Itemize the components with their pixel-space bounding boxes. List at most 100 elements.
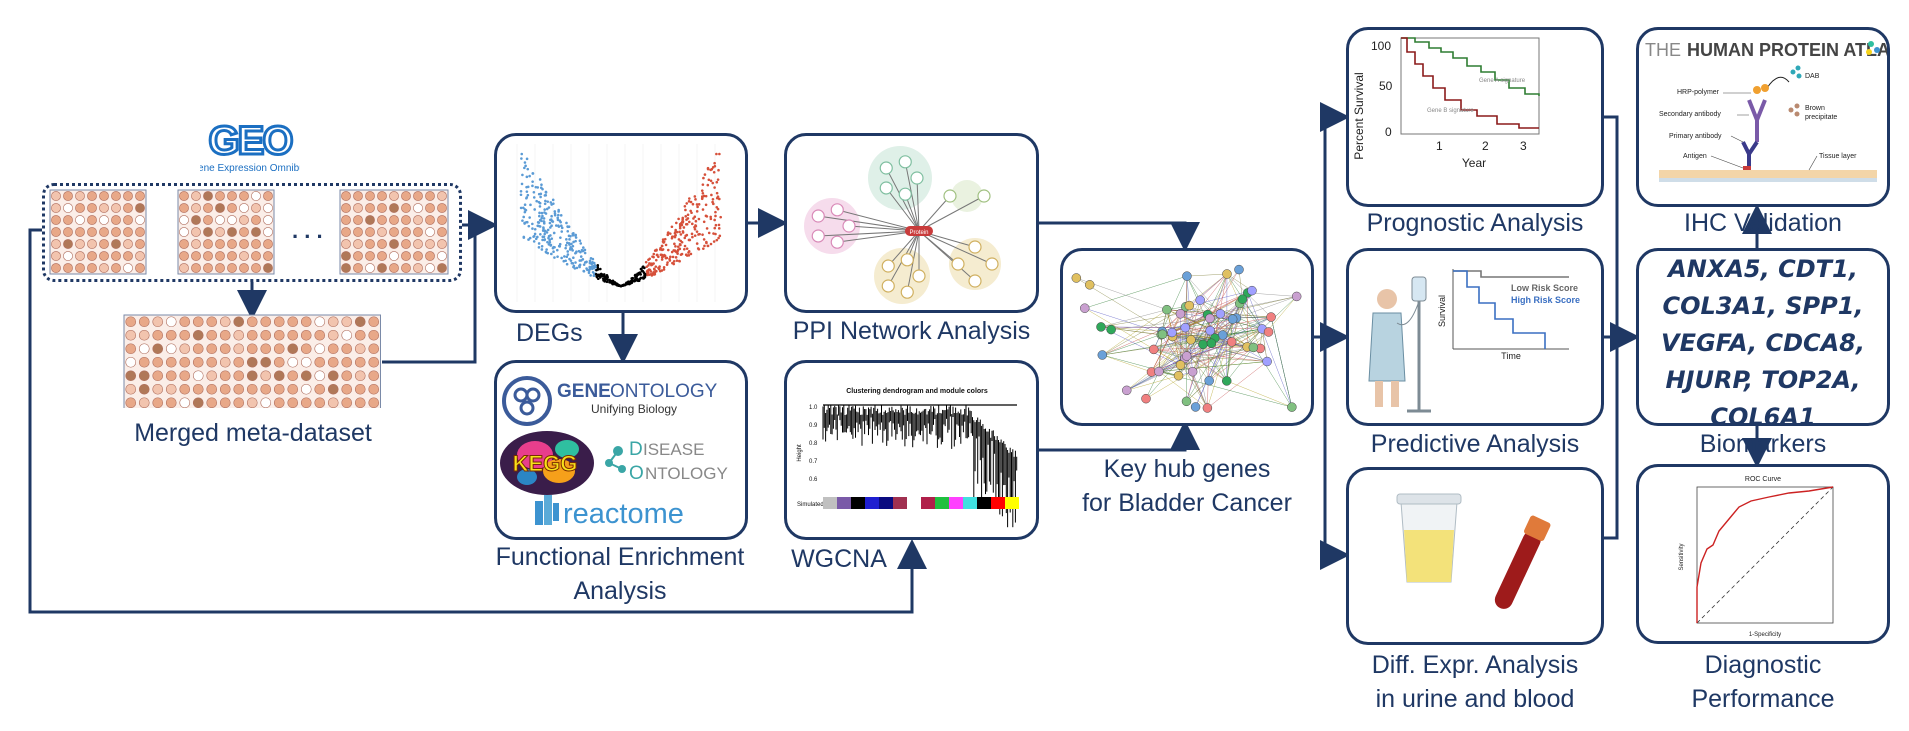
volcano-point (706, 166, 710, 170)
merged-well (125, 370, 137, 382)
volcano-point (707, 231, 711, 235)
volcano-point (669, 255, 672, 259)
volcano-point (674, 256, 678, 259)
volcano-point (680, 252, 684, 256)
dataset-grid-2-well (227, 227, 237, 237)
volcano-point (544, 193, 548, 197)
ppi-node (898, 155, 912, 169)
dataset-grid-3-well (425, 203, 435, 213)
volcano-point (559, 236, 562, 239)
dataset-grid-1-well (123, 215, 133, 225)
volcano-point (709, 242, 713, 246)
volcano-point (606, 275, 609, 279)
volcano-point (661, 248, 665, 251)
biomarkers-box: ANXA5, CDT1, COL3A1, SPP1, VEGFA, CDCA8,… (1636, 248, 1890, 426)
keyhub-label-line2: for Bladder Cancer (1082, 489, 1292, 517)
volcano-point (522, 215, 525, 219)
volcano-point (712, 170, 716, 174)
dataset-grid-1-well (63, 251, 73, 261)
hub-edge (1102, 337, 1215, 356)
volcano-point (543, 238, 547, 241)
hub-edge (1126, 313, 1221, 391)
merged-well (368, 383, 380, 395)
volcano-point (533, 227, 537, 231)
merged-well (206, 383, 218, 395)
volcano-point (713, 164, 717, 168)
volcano-point (538, 211, 541, 215)
merged-well (138, 343, 150, 355)
disease-text-b: NTOLOGY (645, 464, 728, 483)
ppi-network-diagram: Protein (804, 146, 1001, 304)
hub-edge (1226, 380, 1292, 408)
dataset-grid-3-well (401, 215, 411, 225)
volcano-point (548, 221, 552, 225)
volcano-point (702, 220, 706, 224)
merged-well (341, 316, 353, 328)
volcano-point (703, 244, 706, 248)
volcano-point (685, 247, 689, 250)
ppi-node (811, 209, 825, 223)
volcano-point (615, 283, 619, 286)
hub-edge (1208, 290, 1253, 381)
merged-well (233, 383, 245, 395)
dataset-grid-1-well (99, 191, 109, 201)
dataset-grid-2-well (179, 203, 189, 213)
dataset-grid-3-well (341, 203, 351, 213)
dataset-grid-1-well (135, 239, 145, 249)
merged-well (165, 343, 177, 355)
volcano-point (540, 211, 544, 215)
volcano-point (519, 189, 523, 193)
volcano-point (657, 267, 661, 271)
module-color-cell (1005, 497, 1019, 509)
merged-well (260, 316, 272, 328)
volcano-point (677, 217, 680, 221)
volcano-point (533, 232, 537, 236)
dataset-grid-3-well (425, 191, 435, 201)
volcano-point (676, 245, 680, 248)
biomarkers-label: Biomarkers (1699, 430, 1827, 458)
ppi-node (943, 189, 957, 203)
hub-node (1247, 285, 1257, 296)
volcano-point (716, 195, 720, 198)
hub-node (1154, 366, 1164, 377)
dataset-grid-1-well (63, 263, 73, 273)
volcano-point (547, 206, 551, 209)
merged-well (314, 329, 326, 341)
volcano-point (675, 259, 679, 262)
hub-edge (1200, 299, 1263, 330)
volcano-point (701, 191, 705, 195)
module-color-cell (935, 497, 949, 509)
hub-edge (1126, 317, 1237, 391)
volcano-point (704, 203, 708, 207)
dataset-grid-2-well (263, 215, 273, 225)
dataset-grid-2-well (227, 251, 237, 261)
ppi-node (842, 219, 856, 233)
volcano-point (582, 246, 585, 249)
volcano-point (570, 242, 573, 246)
module-color-cell (949, 497, 963, 509)
volcano-point (697, 247, 701, 251)
volcano-point (553, 256, 556, 259)
volcano-point (591, 257, 595, 261)
geneontology-logo: GENE ONTOLOGY Unifying Biology (502, 376, 718, 426)
hub-node (1221, 376, 1232, 386)
reactome-text: reactome (563, 498, 684, 530)
volcano-point (695, 242, 699, 245)
volcano-point (679, 233, 683, 236)
dataset-grid-2-well (215, 191, 225, 201)
volcano-point (560, 226, 564, 230)
hub-node (1157, 329, 1168, 340)
merged-well (273, 316, 285, 328)
dataset-grid-2-well (263, 203, 273, 213)
module-color-cell (851, 497, 865, 509)
hub-edge (1158, 269, 1240, 372)
hub-edge (1226, 319, 1233, 381)
ppi-node (951, 257, 965, 271)
volcano-point (545, 231, 549, 234)
urine-blood-illustration (1396, 493, 1551, 609)
merged-well (314, 356, 326, 368)
volcano-point (652, 262, 655, 265)
merged-well (300, 397, 312, 408)
hub-node (1162, 304, 1172, 315)
diff-label-line1: Diff. Expr. Analysis (1371, 651, 1579, 679)
